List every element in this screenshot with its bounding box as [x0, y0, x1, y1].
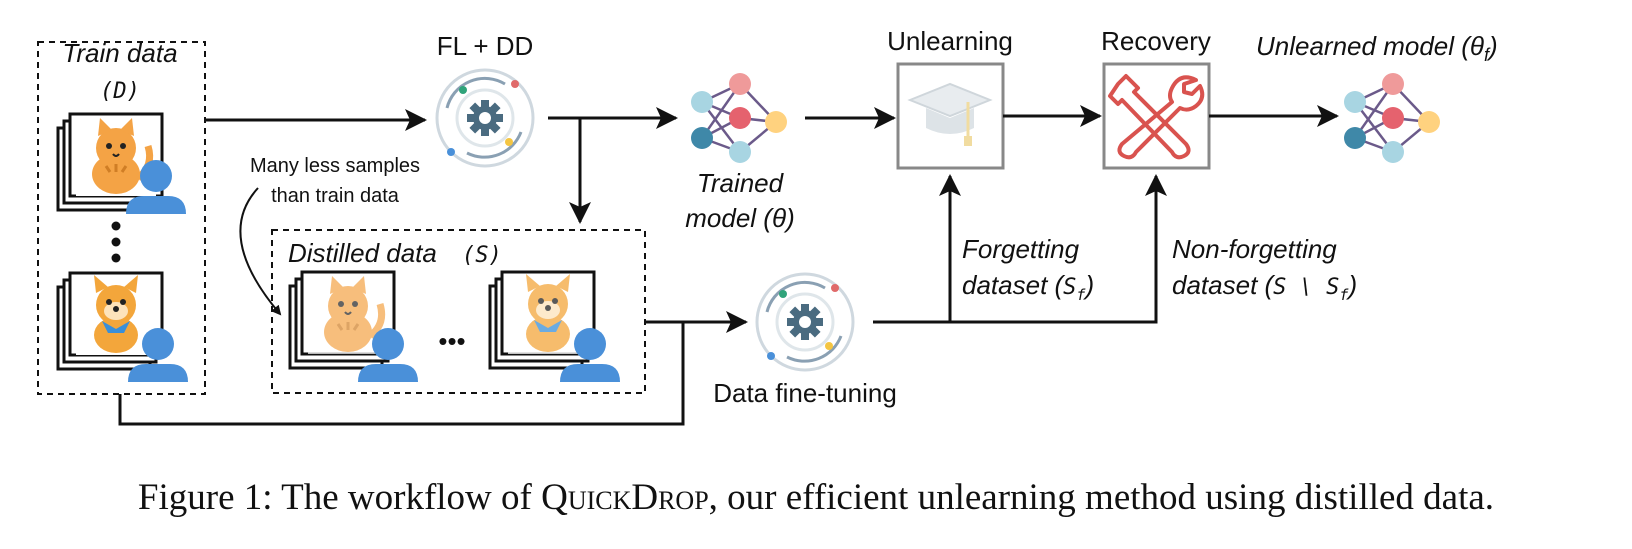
gear-icon [435, 68, 535, 168]
neural-network-icon [689, 71, 789, 165]
train-data-box [37, 41, 206, 395]
recovery-label: Recovery [1101, 26, 1211, 56]
gear-icon [755, 272, 855, 372]
figure-caption: Figure 1: The workflow of QuickDrop, our… [137, 477, 1495, 518]
non-forgetting-line1: Non-forgetting [1172, 234, 1337, 264]
distilled-cat-image-stack [288, 270, 396, 370]
train-data-label: Train data [62, 38, 177, 68]
trained-line1: Trained [697, 168, 785, 198]
unlearning-label: Unlearning [887, 26, 1013, 56]
graduation-cap-icon [907, 82, 993, 146]
data-fine-tuning-label: Data fine-tuning [713, 378, 897, 408]
distilled-dog-image-stack [488, 270, 596, 370]
forgetting-line1: Forgetting [962, 234, 1080, 264]
wrench-screwdriver-icon [1108, 74, 1205, 160]
train-cat-image-stack [56, 112, 164, 212]
non-forgetting-line2: dataset (S \ Sf) [1172, 270, 1357, 304]
train-dog-image-stack [56, 271, 164, 371]
forgetting-line2: dataset (Sf) [962, 270, 1094, 304]
connectors [118, 105, 1339, 426]
many-less-line2: than train data [271, 185, 400, 207]
curved-arrow [239, 187, 282, 316]
fl-dd-label: FL + DD [437, 31, 534, 61]
unlearned-label: Unlearned model (θf) [1256, 31, 1498, 65]
trained-line2: model (θ) [685, 203, 794, 233]
many-less-line1: Many less samples [250, 155, 420, 177]
distilled-ellipsis: ••• [438, 326, 465, 356]
distilled-data-symbol: (S) [462, 243, 502, 268]
distilled-data-label: Distilled data [288, 238, 437, 268]
neural-network-icon [1342, 71, 1442, 165]
distilled-data-box [271, 229, 646, 394]
train-data-symbol: (D) [100, 79, 140, 104]
